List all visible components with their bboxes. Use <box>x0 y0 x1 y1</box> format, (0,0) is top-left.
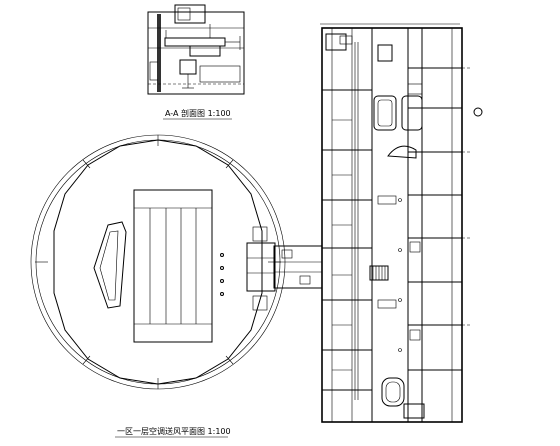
section-title: A-A 剖面图 1:100 <box>165 108 231 118</box>
round-hall-plan <box>30 134 286 390</box>
plan-title: 一区一层空调送风平面图 1:100 <box>117 426 231 436</box>
section-detail <box>147 4 245 95</box>
main-building-plan <box>320 23 483 423</box>
connector-corridor <box>273 245 323 289</box>
